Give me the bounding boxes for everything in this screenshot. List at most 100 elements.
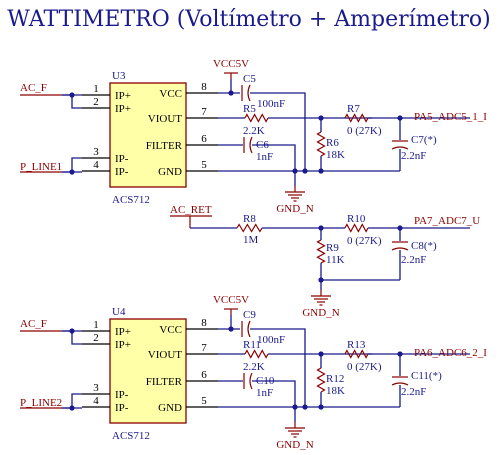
cap-plate-curved bbox=[391, 382, 409, 386]
ground-resistor bbox=[316, 131, 326, 157]
ic-pin-name: VCC bbox=[159, 324, 182, 336]
resistor-value: 1M bbox=[243, 234, 259, 246]
diagram-title: WATTIMETRO (Voltímetro + Amperímetro) bbox=[7, 7, 490, 32]
decoupling-capacitor bbox=[241, 320, 251, 338]
ic-pin-name: IP- bbox=[115, 153, 129, 165]
vcc-label: VCC5V bbox=[213, 58, 249, 70]
output-net-label: PA5_ADC5_1_I bbox=[414, 111, 487, 123]
net-label-ac-f: AC_F bbox=[20, 82, 47, 94]
ic-pin-number: 3 bbox=[93, 382, 99, 394]
ic-pin-name: IP+ bbox=[115, 90, 131, 102]
ic-pin-number: 7 bbox=[201, 106, 207, 118]
current-sensor-block-2: AC_FP_LINE2U4ACS7121IP+2IP+3IP-4IP-8VCC7… bbox=[20, 294, 487, 451]
ic-ref: U3 bbox=[112, 70, 126, 82]
resistor-ref: R8 bbox=[243, 213, 256, 225]
wire bbox=[250, 92, 306, 171]
vcc-symbol bbox=[224, 308, 238, 315]
junction-dot bbox=[302, 404, 308, 410]
capacitor-value: 100nF bbox=[257, 334, 285, 346]
ic-pin-number: 6 bbox=[201, 369, 207, 381]
resistor-value: 2.2K bbox=[243, 125, 265, 137]
output-capacitor bbox=[391, 140, 409, 150]
ic-ref: U4 bbox=[112, 306, 126, 318]
net-label-ac-f: AC_F bbox=[20, 318, 47, 330]
cap-plate-curved bbox=[249, 372, 253, 390]
output-net-label: PA6_ADC6_2_I bbox=[414, 347, 487, 359]
resistor-ref: R9 bbox=[326, 242, 339, 254]
ic-pin-name: FILTER bbox=[146, 376, 183, 388]
ic-pin-name: IP+ bbox=[115, 339, 131, 351]
ground-resistor bbox=[316, 367, 326, 393]
wire bbox=[252, 380, 296, 407]
ground-label: GND_N bbox=[276, 203, 313, 215]
ground-label: GND_N bbox=[302, 307, 339, 319]
ic-pin-number: 2 bbox=[93, 332, 99, 344]
ground-resistor bbox=[316, 239, 326, 264]
ic-pin-number: 6 bbox=[201, 133, 207, 145]
wire bbox=[250, 328, 306, 407]
junction-dot bbox=[69, 92, 75, 98]
output-capacitor bbox=[391, 241, 409, 251]
series-resistor bbox=[344, 113, 369, 123]
resistor-value: 0 (27K) bbox=[347, 235, 382, 247]
ground-label: GND_N bbox=[276, 439, 313, 451]
ic-pin-name: FILTER bbox=[146, 140, 183, 152]
filter-capacitor bbox=[243, 136, 253, 154]
ic-pin-name: VCC bbox=[159, 88, 182, 100]
series-resistor bbox=[344, 349, 369, 359]
filter-capacitor bbox=[243, 372, 253, 390]
ic-pin-number: 1 bbox=[93, 83, 99, 95]
wire bbox=[252, 144, 296, 171]
ic-pin-name: GND bbox=[158, 166, 182, 178]
ic-pin-number: 8 bbox=[201, 317, 207, 329]
capacitor-ref: C11(*) bbox=[411, 370, 442, 382]
cap-plate-curved bbox=[249, 136, 253, 154]
ground-symbol bbox=[311, 290, 331, 306]
resistor-value: 18K bbox=[326, 385, 345, 397]
capacitor-value: 2.2nF bbox=[401, 150, 426, 162]
junction-dot bbox=[69, 328, 75, 334]
divider-resistor bbox=[244, 349, 269, 359]
input-divider-resistor bbox=[236, 223, 263, 233]
ic-pin-name: IP- bbox=[115, 389, 129, 401]
vcc-label: VCC5V bbox=[213, 294, 249, 306]
cap-plate-curved bbox=[391, 247, 409, 251]
ic-pin-name: IP+ bbox=[115, 103, 131, 115]
ground-symbol bbox=[285, 422, 305, 438]
ic-pin-name: IP- bbox=[115, 402, 129, 414]
ic-pin-number: 7 bbox=[201, 342, 207, 354]
ic-part-number: ACS712 bbox=[112, 194, 150, 206]
junction-dot bbox=[228, 326, 234, 332]
resistor-ref: R11 bbox=[243, 339, 261, 351]
capacitor-value: 1nF bbox=[256, 151, 273, 163]
resistor-ref: R10 bbox=[347, 213, 366, 225]
cap-plate-curved bbox=[247, 84, 251, 102]
capacitor-value: 1nF bbox=[256, 387, 273, 399]
capacitor-ref: C8(*) bbox=[411, 240, 437, 252]
resistor-ref: R5 bbox=[243, 103, 256, 115]
ic-pin-number: 1 bbox=[93, 319, 99, 331]
ic-pin-number: 2 bbox=[93, 96, 99, 108]
divider-resistor bbox=[244, 113, 269, 123]
ic-pin-number: 4 bbox=[93, 395, 99, 407]
current-sensor-block-1: AC_FP_LINE1U3ACS7121IP+2IP+3IP-4IP-8VCC7… bbox=[20, 58, 487, 215]
resistor-value: 11K bbox=[326, 254, 345, 266]
series-resistor bbox=[344, 223, 369, 233]
resistor-value: 2.2K bbox=[243, 361, 265, 373]
resistor-ref: R12 bbox=[326, 373, 344, 385]
capacitor-value: 100nF bbox=[257, 98, 285, 110]
ic-pin-number: 5 bbox=[201, 395, 207, 407]
junction-dot bbox=[69, 405, 75, 411]
decoupling-capacitor bbox=[241, 84, 251, 102]
cap-plate-curved bbox=[247, 320, 251, 338]
ic-pin-name: GND bbox=[158, 402, 182, 414]
resistor-ref: R6 bbox=[326, 137, 339, 149]
resistor-ref: R7 bbox=[347, 103, 360, 115]
output-capacitor bbox=[391, 376, 409, 386]
net-label-p-line: P_LINE2 bbox=[20, 397, 62, 409]
junction-dot bbox=[69, 169, 75, 175]
capacitor-ref: C7(*) bbox=[411, 134, 437, 146]
ic-pin-name: VIOUT bbox=[148, 349, 182, 361]
